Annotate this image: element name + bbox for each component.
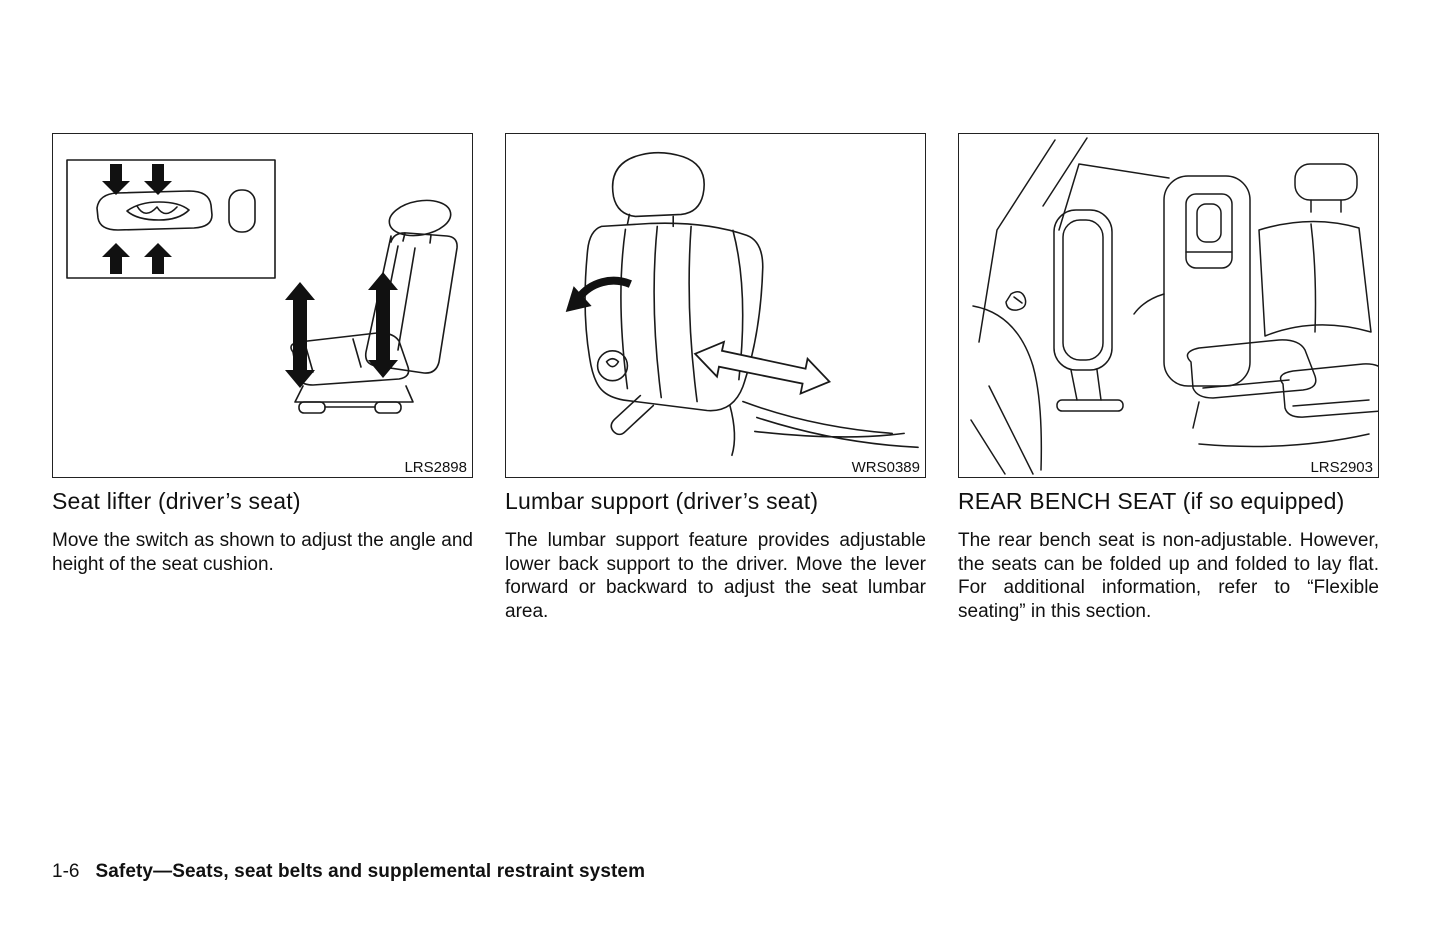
section-seat-lifter: LRS2898 Seat lifter (driver’s seat) Move… xyxy=(52,133,473,623)
figure-body: The lumbar support feature provides adju… xyxy=(505,530,926,622)
lever-rotation-arrow-icon xyxy=(565,276,632,312)
figure-body: The rear bench seat is non-adjustable. H… xyxy=(958,530,1379,622)
figure-heading: Seat lifter (driver’s seat) xyxy=(52,488,301,514)
figure-seat-lifter: LRS2898 xyxy=(52,133,473,478)
figure-code: LRS2898 xyxy=(399,459,467,476)
figure-rear-bench-seat: LRS2903 xyxy=(958,133,1379,478)
lumbar-direction-arrow-icon xyxy=(693,340,832,396)
seat-lifter-illustration xyxy=(66,159,458,414)
figure-code: LRS2903 xyxy=(1305,459,1373,476)
figure-heading: Lumbar support (driver’s seat) xyxy=(505,488,819,514)
footer-page-number: 1-6 xyxy=(52,861,80,882)
rear-bench-illustration xyxy=(970,137,1378,475)
figure-heading: REAR BENCH SEAT (if so equipped) xyxy=(958,488,1345,514)
section-lumbar-support: WRS0389 Lumbar support (driver’s seat) T… xyxy=(505,133,926,623)
figure-code: WRS0389 xyxy=(846,459,920,476)
section-rear-bench-seat: LRS2903 REAR BENCH SEAT (if so equipped)… xyxy=(958,133,1379,623)
page-footer: 1-6 Safety—Seats, seat belts and supplem… xyxy=(52,861,645,883)
figure-lumbar-support: WRS0389 xyxy=(505,133,926,478)
adjustment-arrows-icon xyxy=(102,164,398,388)
footer-section-title: Safety—Seats, seat belts and supplementa… xyxy=(95,861,646,882)
figure-columns: LRS2898 Seat lifter (driver’s seat) Move… xyxy=(52,133,1379,623)
lumbar-support-illustration xyxy=(565,151,919,457)
figure-body: Move the switch as shown to adjust the a… xyxy=(52,530,473,575)
